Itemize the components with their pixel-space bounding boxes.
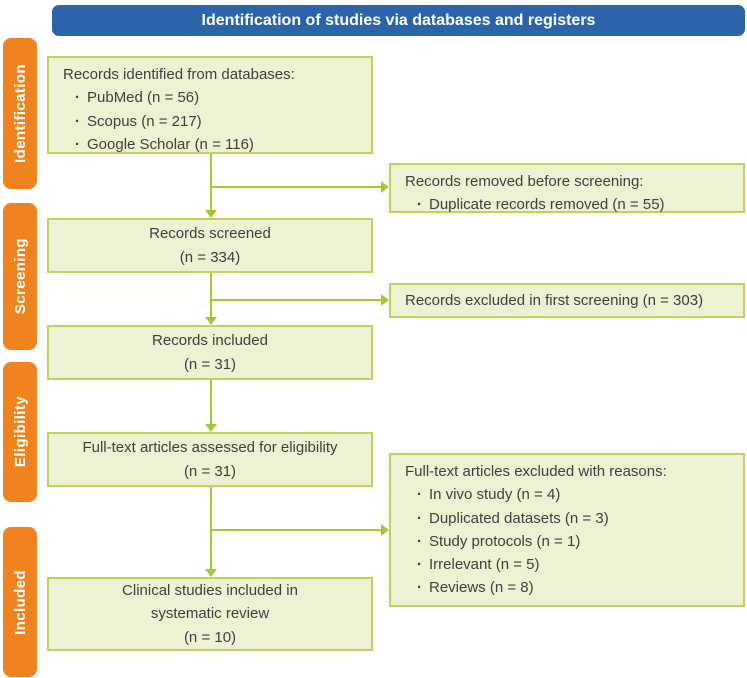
box-line: (n = 31)	[183, 355, 237, 373]
box-clinical-studies-included: Clinical studies included in systematic …	[47, 577, 373, 651]
list-item: · Irrelevant (n = 5)	[405, 553, 735, 576]
list-item-text: Duplicate records removed (n = 55)	[429, 196, 665, 214]
bullet-icon: ·	[75, 89, 80, 107]
box-heading: Records excluded in first screening (n =…	[405, 291, 704, 309]
bullet-icon: ·	[417, 486, 422, 504]
bullet-icon: ·	[417, 532, 422, 550]
box-line: (n = 31)	[183, 462, 237, 480]
stage-label: Identification	[11, 64, 29, 163]
list-item-text: Irrelevant (n = 5)	[429, 556, 540, 573]
bullet-icon: ·	[75, 135, 80, 153]
list-item-text: In vivo study (n = 4)	[429, 486, 561, 504]
stage-tab-included: Included	[3, 527, 37, 677]
box-line: Records screened	[149, 225, 271, 243]
list-item-text: Duplicated datasets (n = 3)	[429, 509, 609, 527]
box-line: Clinical studies included in	[122, 582, 298, 600]
bullet-icon: ·	[75, 112, 80, 130]
list-item: · Reviews (n = 8)	[405, 576, 735, 599]
list-item: · PubMed (n = 56)	[63, 86, 363, 109]
stage-tab-eligibility: Eligibility	[3, 362, 37, 502]
box-line: Records included	[152, 332, 268, 350]
list-item-text: Scopus (n = 217)	[87, 112, 202, 130]
box-fulltext-assessed: Full-text articles assessed for eligibil…	[47, 432, 373, 487]
box-records-excluded-first-screening: Records excluded in first screening (n =…	[389, 283, 745, 318]
box-heading: Records removed before screening:	[405, 173, 644, 190]
box-line: (n = 334)	[179, 248, 241, 266]
box-records-identified: Records identified from databases: · Pub…	[47, 56, 373, 154]
stage-label: Screening	[11, 238, 29, 315]
box-records-screened: Records screened (n = 334)	[47, 218, 373, 273]
box-line: (n = 10)	[183, 628, 237, 646]
bullet-icon: ·	[417, 196, 422, 214]
diagram-title: Identification of studies via databases …	[201, 11, 596, 29]
list-item: · In vivo study (n = 4)	[405, 483, 735, 506]
diagram-title-banner: Identification of studies via databases …	[52, 5, 745, 36]
box-line: Full-text articles assessed for eligibil…	[82, 439, 338, 457]
bullet-icon: ·	[417, 579, 422, 597]
box-fulltext-excluded-reasons: Full-text articles excluded with reasons…	[389, 453, 745, 607]
bullet-icon: ·	[417, 509, 422, 527]
stage-tab-screening: Screening	[3, 203, 37, 350]
list-item: · Google Scholar (n = 116)	[63, 133, 363, 156]
list-item-text: Google Scholar (n = 116)	[87, 135, 254, 153]
stage-label: Included	[11, 569, 29, 635]
box-line: systematic review	[150, 605, 270, 623]
list-item-text: Reviews (n = 8)	[429, 579, 534, 597]
stage-label: Eligibility	[11, 396, 29, 468]
list-item: · Duplicate records removed (n = 55)	[405, 193, 735, 216]
box-heading: Records identified from databases:	[63, 66, 295, 83]
list-item-text: PubMed (n = 56)	[87, 89, 200, 107]
box-records-removed: Records removed before screening: · Dupl…	[389, 163, 745, 213]
box-records-included: Records included (n = 31)	[47, 325, 373, 380]
list-item: · Study protocols (n = 1)	[405, 530, 735, 553]
list-item: · Duplicated datasets (n = 3)	[405, 507, 735, 530]
bullet-icon: ·	[417, 556, 422, 573]
stage-tab-identification: Identification	[3, 38, 37, 189]
list-item-text: Study protocols (n = 1)	[429, 532, 581, 550]
list-item: · Scopus (n = 217)	[63, 110, 363, 133]
box-heading: Full-text articles excluded with reasons…	[405, 463, 667, 480]
